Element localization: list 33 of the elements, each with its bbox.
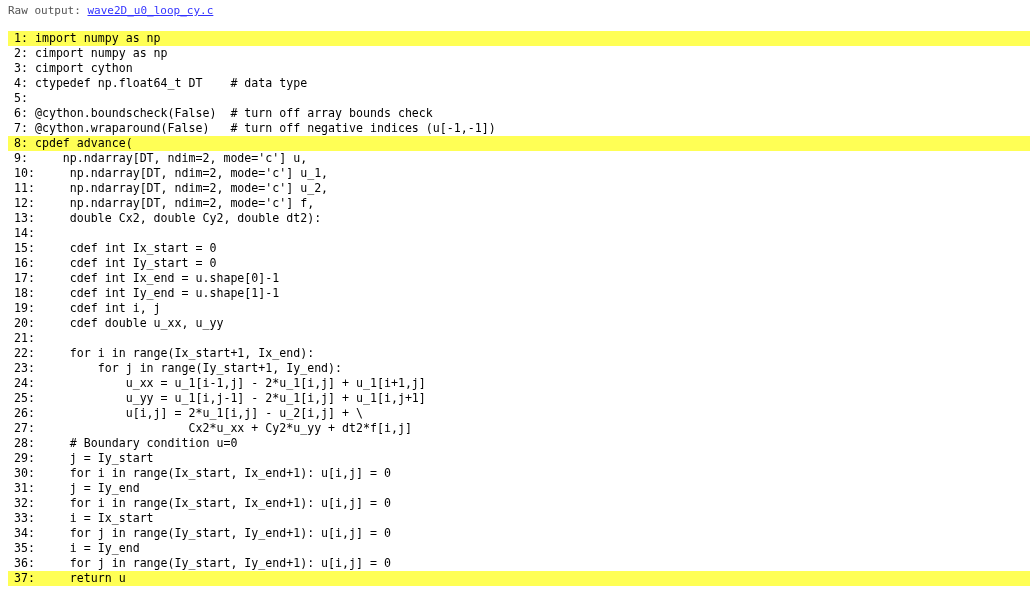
code-line: 20: cdef double u_xx, u_yy	[14, 316, 224, 330]
code-line: 23: for j in range(Iy_start+1, Iy_end):	[14, 361, 343, 375]
code-line: 34: for j in range(Iy_start, Iy_end+1): u[i,j] = 0	[14, 526, 391, 540]
code-line: 24: u_xx = u_1[i-1,j] - 2*u_1[i,j] + u_1[i+1,j]	[14, 376, 426, 390]
code-line: 18: cdef int Iy_end = u.shape[1]-1	[14, 286, 280, 300]
code-line: 35: i = Iy_end	[14, 541, 140, 555]
code-line: 30: for i in range(Ix_start, Ix_end+1): u[i,j] = 0	[14, 466, 391, 480]
code-line: 6: @cython.boundscheck(False) # turn off array bounds check	[14, 106, 433, 120]
code-line: 10: np.ndarray[DT, ndim=2, mode='c'] u_1,	[14, 166, 329, 180]
code-line: 21:	[14, 331, 35, 345]
code-line: 11: np.ndarray[DT, ndim=2, mode='c'] u_2,	[14, 181, 329, 195]
code-line: 29: j = Iy_start	[14, 451, 154, 465]
code-line: 31: j = Iy_end	[14, 481, 140, 495]
code-line: 33: i = Ix_start	[14, 511, 154, 525]
code-line: 15: cdef int Ix_start = 0	[14, 241, 217, 255]
code-line: 22: for i in range(Ix_start+1, Ix_end):	[14, 346, 315, 360]
code-line: 19: cdef int i, j	[14, 301, 161, 315]
code-line: 28: # Boundary condition u=0	[14, 436, 238, 450]
code-line: 16: cdef int Iy_start = 0	[14, 256, 217, 270]
code-line: 9: np.ndarray[DT, ndim=2, mode='c'] u,	[14, 151, 308, 165]
code-line: 17: cdef int Ix_end = u.shape[0]-1	[14, 271, 280, 285]
raw-output-label: Raw output:	[8, 4, 81, 17]
code-line: 25: u_yy = u_1[i,j-1] - 2*u_1[i,j] + u_1[i,j+1]	[14, 391, 426, 405]
code-line: 26: u[i,j] = 2*u_1[i,j] - u_2[i,j] + \	[14, 406, 363, 420]
code-line: 13: double Cx2, double Cy2, double dt2):	[14, 211, 322, 225]
code-line: 27: Cx2*u_xx + Cy2*u_yy + dt2*f[i,j]	[14, 421, 412, 435]
code-line: 12: np.ndarray[DT, ndim=2, mode='c'] f,	[14, 196, 315, 210]
code-line: 3: cimport cython	[14, 61, 133, 75]
code-line: 32: for i in range(Ix_start, Ix_end+1): u[i,j] = 0	[14, 496, 391, 510]
code-line: 5:	[14, 91, 28, 105]
code-line: 4: ctypedef np.float64_t DT # data type	[14, 76, 308, 90]
code-line: 14:	[14, 226, 35, 240]
file-link: wave2D_u0_loop_cy.c	[87, 4, 214, 17]
